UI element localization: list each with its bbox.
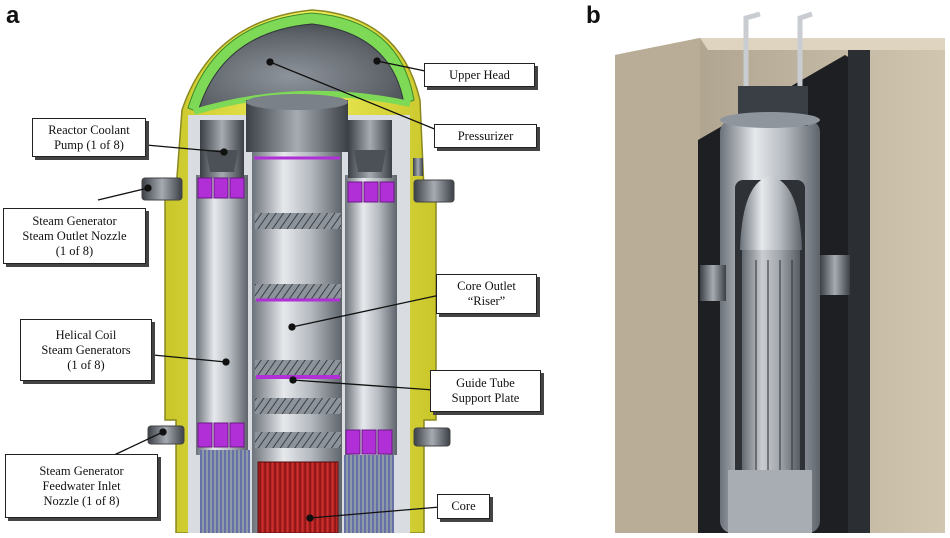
left-steam-generator bbox=[196, 175, 248, 455]
module-inner-dome bbox=[740, 176, 802, 250]
callout-upper-head: Upper Head bbox=[424, 63, 535, 87]
lower-magenta-blocks bbox=[197, 422, 393, 455]
left-rcp-impeller bbox=[206, 150, 238, 172]
panel-b-label: b bbox=[586, 2, 601, 29]
callout-helical-coil-sg: Helical Coil Steam Generators (1 of 8) bbox=[20, 319, 152, 381]
right-rcp-impeller bbox=[354, 150, 386, 172]
reactor-core bbox=[257, 461, 339, 534]
upper-nozzles bbox=[141, 177, 455, 203]
guide-support-plates bbox=[255, 213, 341, 448]
module-rods bbox=[755, 260, 793, 495]
right-steam-generator bbox=[345, 175, 397, 455]
callout-core: Core bbox=[437, 494, 490, 519]
callout-leaders bbox=[97, 57, 441, 522]
concrete-top-edge bbox=[700, 38, 945, 50]
module-riser bbox=[742, 250, 800, 500]
concrete-left-face bbox=[615, 38, 700, 533]
module-skirt bbox=[728, 470, 812, 533]
callout-guide-tube-support-plate: Guide Tube Support Plate bbox=[430, 370, 541, 412]
callout-pressurizer: Pressurizer bbox=[434, 124, 537, 148]
upper-magenta-blocks bbox=[197, 177, 395, 203]
lower-nozzles bbox=[147, 425, 451, 447]
module-flange bbox=[720, 112, 820, 128]
vessel-port bbox=[413, 158, 423, 176]
panel-b-reactor-pool-render bbox=[615, 11, 945, 533]
callout-sg-feedwater-inlet-nozzle: Steam Generator Feedwater Inlet Nozzle (… bbox=[5, 454, 158, 518]
riser-top-cap bbox=[246, 94, 348, 110]
lower-left-tubes bbox=[200, 450, 250, 533]
panel-a-label: a bbox=[6, 2, 20, 29]
pool-right-shadow bbox=[848, 50, 870, 533]
callout-core-outlet-riser: Core Outlet “Riser” bbox=[436, 274, 537, 314]
callout-sg-steam-outlet-nozzle: Steam Generator Steam Outlet Nozzle (1 o… bbox=[3, 208, 146, 264]
left-support-lug bbox=[700, 265, 726, 301]
right-support-lug bbox=[820, 255, 850, 295]
lower-right-tubes bbox=[344, 455, 394, 533]
callout-reactor-coolant-pump: Reactor Coolant Pump (1 of 8) bbox=[32, 118, 146, 157]
panel-a-reactor-cutaway bbox=[97, 9, 455, 534]
